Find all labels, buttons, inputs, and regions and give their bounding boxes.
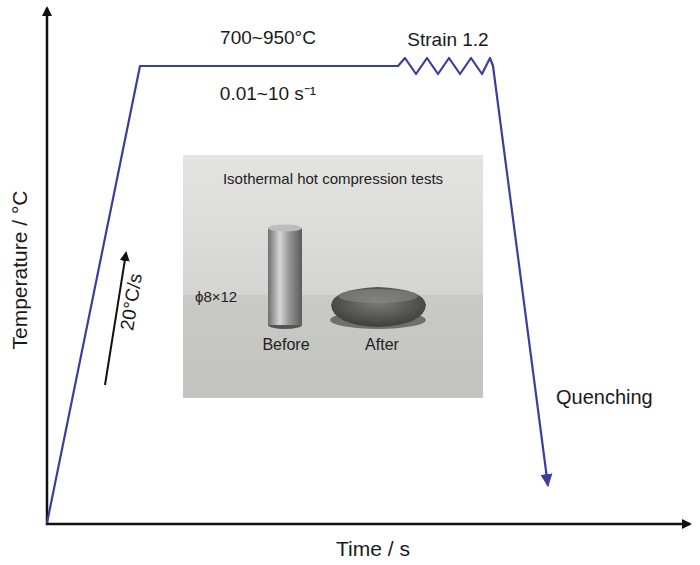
temperature-profile [47,58,548,523]
photo-title: Isothermal hot compression tests [223,171,443,188]
chart-label: 700~950°C [220,28,316,49]
photo-caption: ϕ8×12 [195,289,237,306]
specimen-photo [183,155,483,398]
photo-inset: Isothermal hot compression tests ϕ8×12Bef… [183,155,483,398]
chart-label: 0.01~10 s⁻¹ [220,84,316,105]
chart-label: Strain 1.2 [407,30,488,51]
photo-caption: Before [262,336,309,354]
chart-label: Quenching [556,386,653,408]
chart-label: Time / s [336,537,410,560]
photo-caption: After [365,336,399,354]
chart-label: Temperature / °C [8,191,31,350]
axes [46,8,690,525]
